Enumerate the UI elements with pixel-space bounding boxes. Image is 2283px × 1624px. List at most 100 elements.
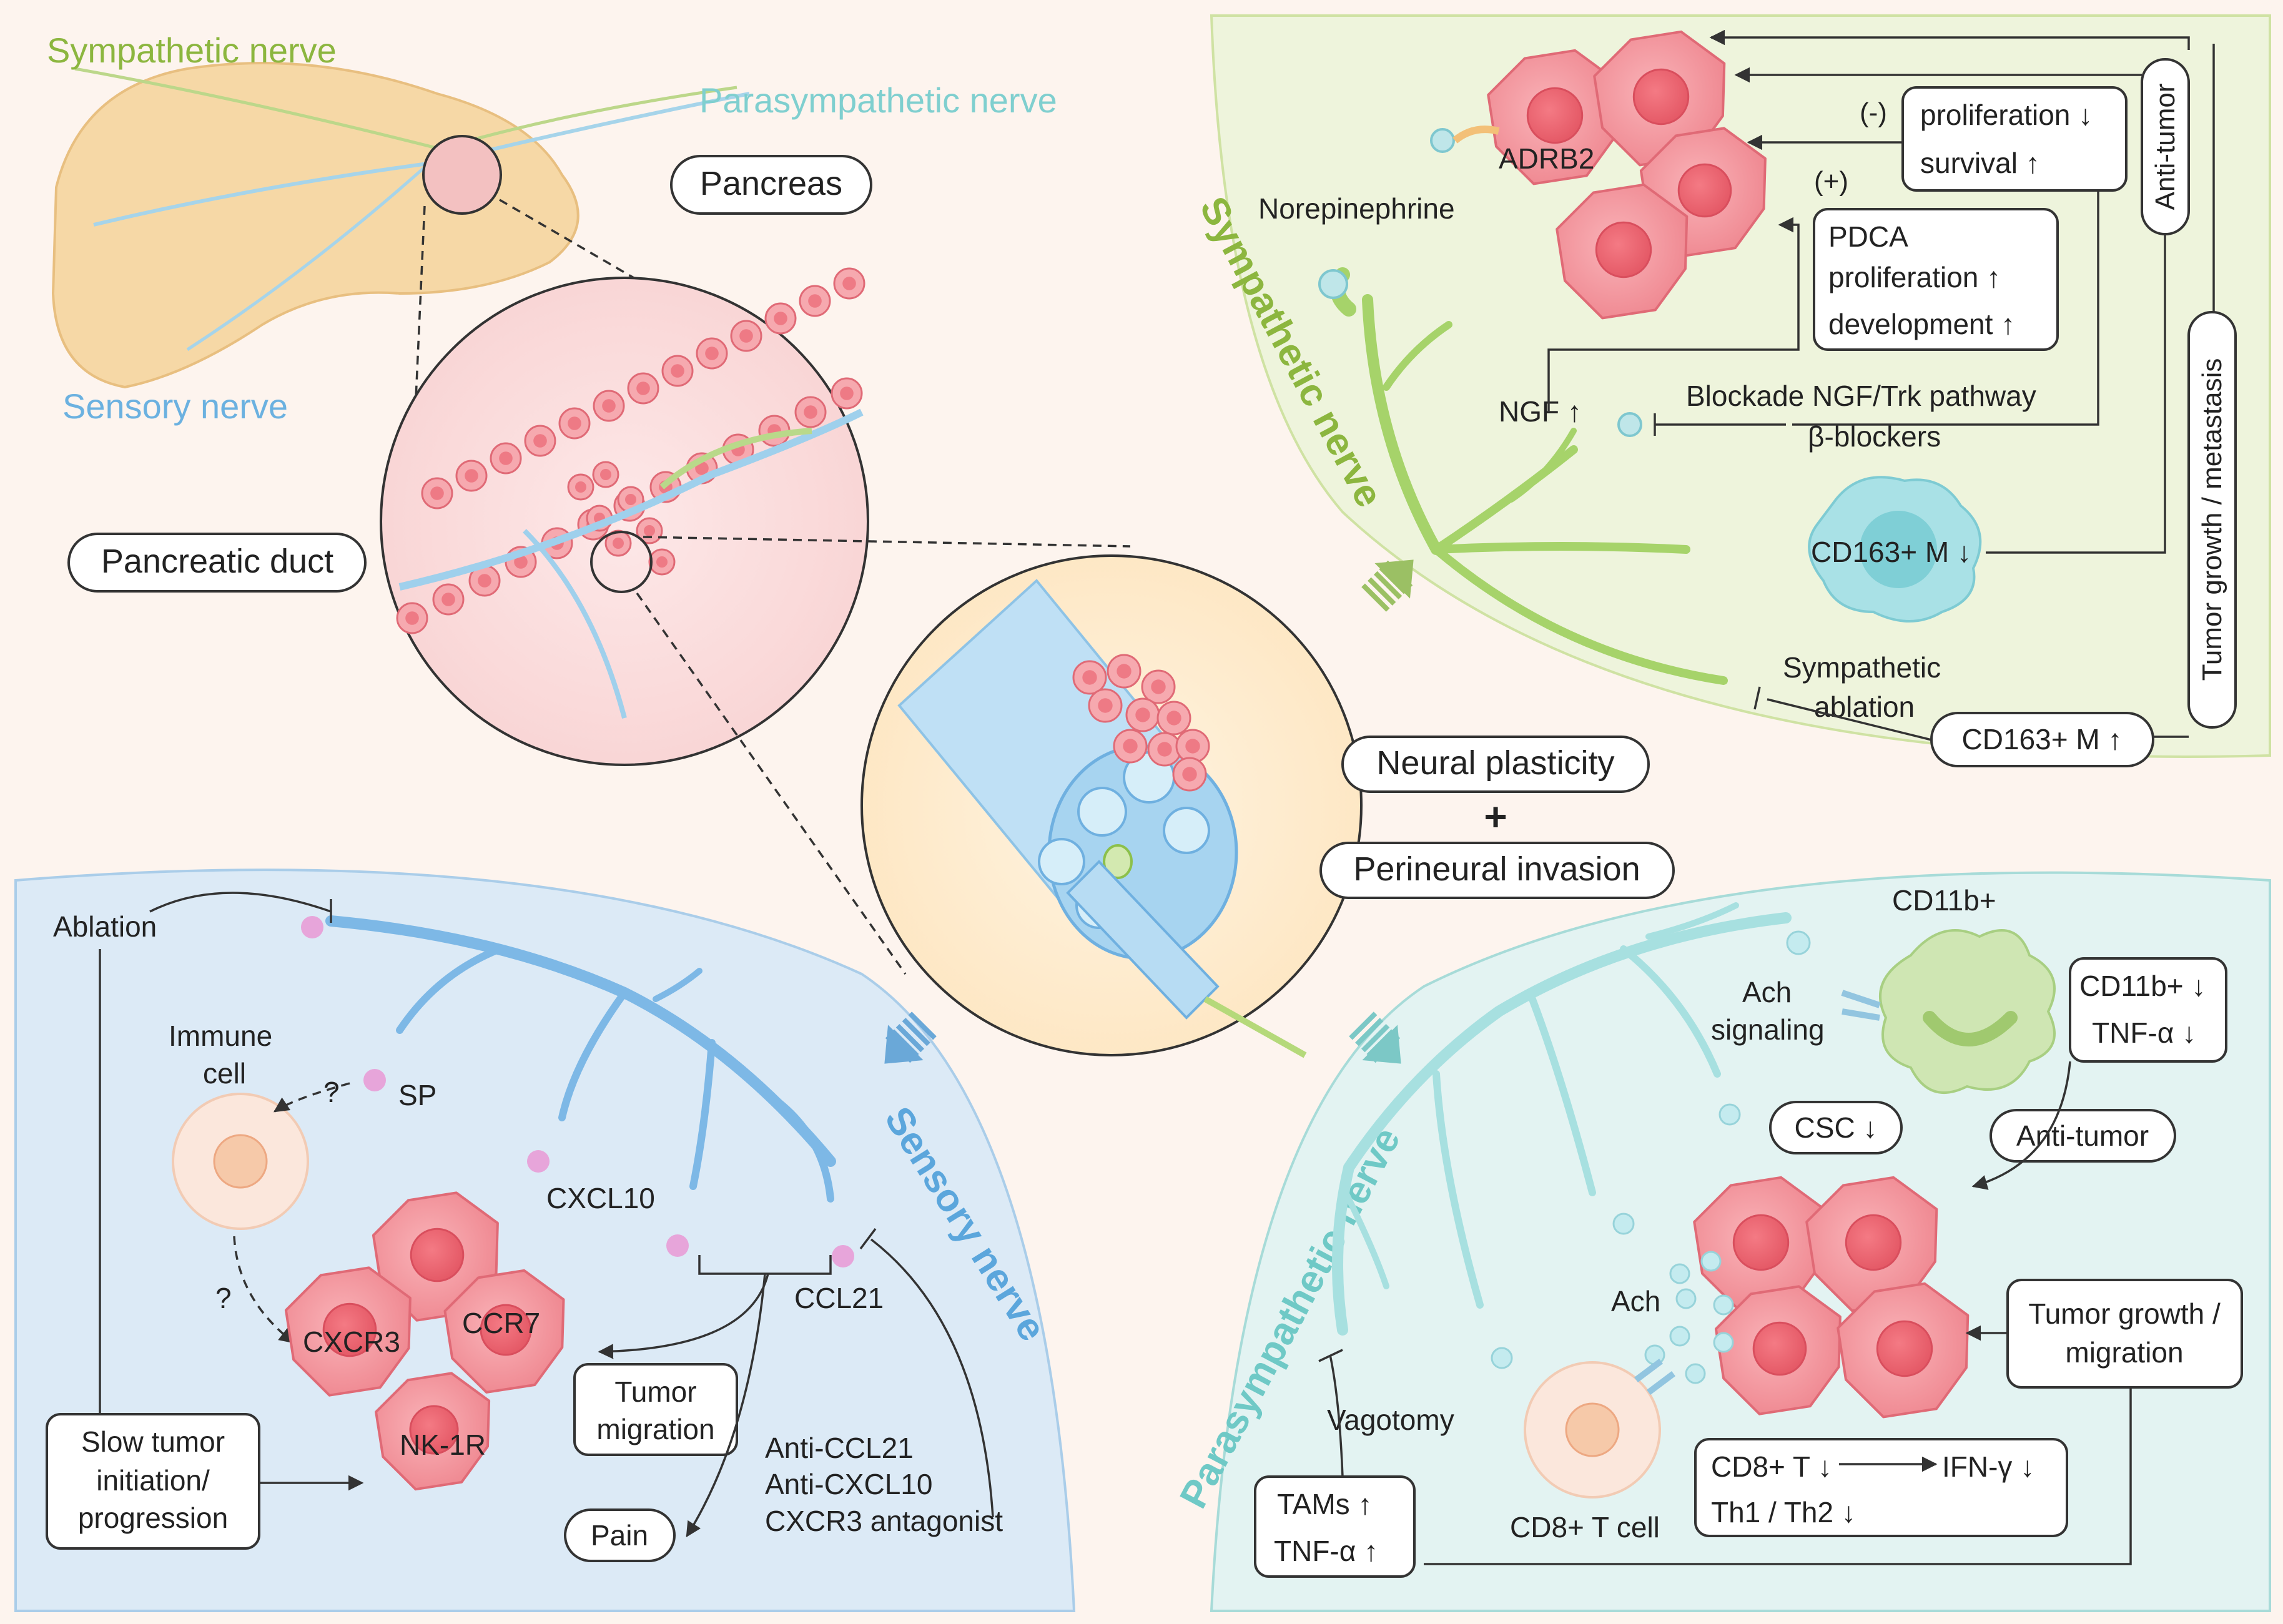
ach-receptor-cd8 xyxy=(1634,1359,1675,1395)
tnf-up: TNF-α ↑ xyxy=(1274,1535,1378,1567)
center-tumor-cell-3-nucleus xyxy=(1151,679,1166,694)
minus-label: (-) xyxy=(1860,97,1887,128)
th1-th2-label: Th1 / Th2 ↓ xyxy=(1711,1496,1856,1528)
ach-vesicle-4 xyxy=(1491,1347,1513,1369)
cd11b-label: CD11b+ xyxy=(1892,884,1996,917)
plus-label: (+) xyxy=(1814,166,1848,197)
ngf-label: NGF ↑ xyxy=(1499,395,1582,428)
parasympathetic-neuron xyxy=(1332,902,1792,1336)
ccl21-dot xyxy=(832,1245,854,1267)
center-tumor-cell-6-nucleus xyxy=(1166,711,1181,726)
cd163-up: CD163+ M ↑ xyxy=(1962,723,2123,755)
duct-cell-top-9-nucleus xyxy=(705,347,719,360)
question-2: ? xyxy=(215,1282,232,1314)
duct-cell-bottom-4-nucleus xyxy=(514,555,528,569)
pancreas-organ xyxy=(51,62,750,389)
parasympathetic-tumor-cluster xyxy=(1693,1176,1970,1419)
tumor-growth-meta-pill xyxy=(2187,311,2237,729)
cd8-t-down: CD8+ T ↓ xyxy=(1711,1450,1832,1483)
neural-plasticity-pill xyxy=(1341,736,1650,793)
center-tumor-cell-10-nucleus xyxy=(1182,767,1197,782)
tumor-growth-1: Tumor growth / xyxy=(2028,1297,2221,1330)
pancreas-label: Pancreas xyxy=(700,165,842,202)
norepinephrine-vesicle xyxy=(1318,269,1348,299)
duct-cell-top-3-nucleus xyxy=(499,451,513,465)
sympathetic-connectors xyxy=(1547,29,2215,741)
duct-cell-bottom-13-nucleus xyxy=(840,386,854,400)
label-parasympathetic-nerve: Parasympathetic nerve xyxy=(699,81,1057,120)
tumor-cell-para-3 xyxy=(1714,1285,1842,1415)
zoom2-line-top xyxy=(643,536,1131,548)
tumor-cell-sens-3 xyxy=(443,1269,565,1394)
tams-tnf-box xyxy=(1254,1475,1416,1578)
cd163-down: CD163+ M ↓ xyxy=(1811,536,1971,568)
ccl21-label: CCL21 xyxy=(794,1282,884,1314)
sensory-neuron xyxy=(325,915,836,1203)
parasympathetic-connectors xyxy=(1318,1061,2132,1565)
ach-dot-7 xyxy=(1685,1363,1706,1384)
ach-dot-5 xyxy=(1669,1326,1690,1347)
blockade-label: Blockade NGF/Trk pathway xyxy=(1686,380,2036,412)
tams-up: TAMs ↑ xyxy=(1277,1488,1372,1520)
cd8-t-cell xyxy=(1524,1361,1661,1499)
center-tumor-cell-9-nucleus xyxy=(1185,739,1200,754)
perineural-invasion-pill xyxy=(1319,842,1675,899)
pdca-label: PDCA xyxy=(1828,220,1908,253)
tumor-cell-symp-4 xyxy=(1556,183,1689,320)
adrb2-ligand xyxy=(1430,128,1455,153)
duct-cell-top-8-nucleus xyxy=(671,364,684,378)
duct-cell-top-11-nucleus xyxy=(774,312,787,325)
sympathetic-ablation-2: ablation xyxy=(1814,691,1915,723)
pain-label: Pain xyxy=(591,1519,648,1552)
tumor-growth-box-para xyxy=(2006,1279,2243,1389)
ach-vesicle-3 xyxy=(1612,1213,1635,1235)
duct-cell-top-6-nucleus xyxy=(602,399,616,413)
immune-cell-1: Immune xyxy=(169,1020,272,1052)
ngf-vesicle xyxy=(1617,412,1642,437)
duct-tumor-cell-2-nucleus xyxy=(600,469,611,480)
center-tumor-cell-5-nucleus xyxy=(1135,707,1150,722)
zoom-duct-circle xyxy=(380,267,869,766)
duct-tumor-cell-3-nucleus xyxy=(625,494,636,505)
cxcl10-dot xyxy=(527,1150,550,1173)
duct-tumor-cell-6-nucleus xyxy=(613,538,624,549)
proliferation-down: proliferation ↓ xyxy=(1920,99,2093,131)
arrow-to-sympathetic xyxy=(1361,559,1414,612)
pdca-development: development ↑ xyxy=(1828,308,2015,340)
tnf-down: TNF-α ↓ xyxy=(2092,1016,2196,1049)
ach-dot-6 xyxy=(1644,1344,1665,1366)
ach-dot-4 xyxy=(1713,1294,1734,1316)
tumor-growth-2: migration xyxy=(2065,1336,2183,1369)
duct-cell-top-7-nucleus xyxy=(636,381,650,395)
cd8-ifn-box xyxy=(1694,1438,2068,1537)
ach-vesicle-1 xyxy=(1786,930,1811,955)
plus-sign: + xyxy=(1484,794,1507,839)
sensory-tumor-cluster xyxy=(284,1191,565,1491)
question-1: ? xyxy=(323,1076,340,1108)
csc-down-label: CSC ↓ xyxy=(1795,1111,1878,1144)
ach-dot-1 xyxy=(1669,1263,1690,1284)
duct-cell-bottom-3-nucleus xyxy=(478,574,491,588)
cd8-t-cell-label: CD8+ T cell xyxy=(1510,1511,1660,1543)
tumor-cell-para-4 xyxy=(1837,1282,1970,1419)
cd11b-tnf-box xyxy=(2069,957,2227,1063)
prolif-survival-box xyxy=(1901,86,2128,192)
center-tumor-cell-8-nucleus xyxy=(1157,742,1172,757)
tumor-cell-para-1 xyxy=(1693,1176,1826,1312)
ach-dots xyxy=(1644,1251,1734,1384)
label-sensory-nerve: Sensory nerve xyxy=(62,386,288,426)
ccr7-label: CCR7 xyxy=(462,1307,540,1339)
tumor-cell-sens-4 xyxy=(375,1372,491,1491)
duct-cell-bottom-12-nucleus xyxy=(804,405,817,419)
adrb2-label: ADRB2 xyxy=(1499,142,1594,175)
duct-tumor-cell-5-nucleus xyxy=(644,525,655,536)
immune-cell-2: cell xyxy=(203,1057,246,1090)
ablation-label: Ablation xyxy=(53,910,157,943)
arrow-to-sensory xyxy=(884,1011,937,1064)
norepinephrine-label: Norepinephrine xyxy=(1258,192,1455,225)
nk1r-label: NK-1R xyxy=(400,1429,486,1461)
ach-vesicle-2 xyxy=(1718,1103,1741,1126)
pain-pill xyxy=(564,1508,676,1562)
csc-down-pill xyxy=(1769,1101,1903,1154)
